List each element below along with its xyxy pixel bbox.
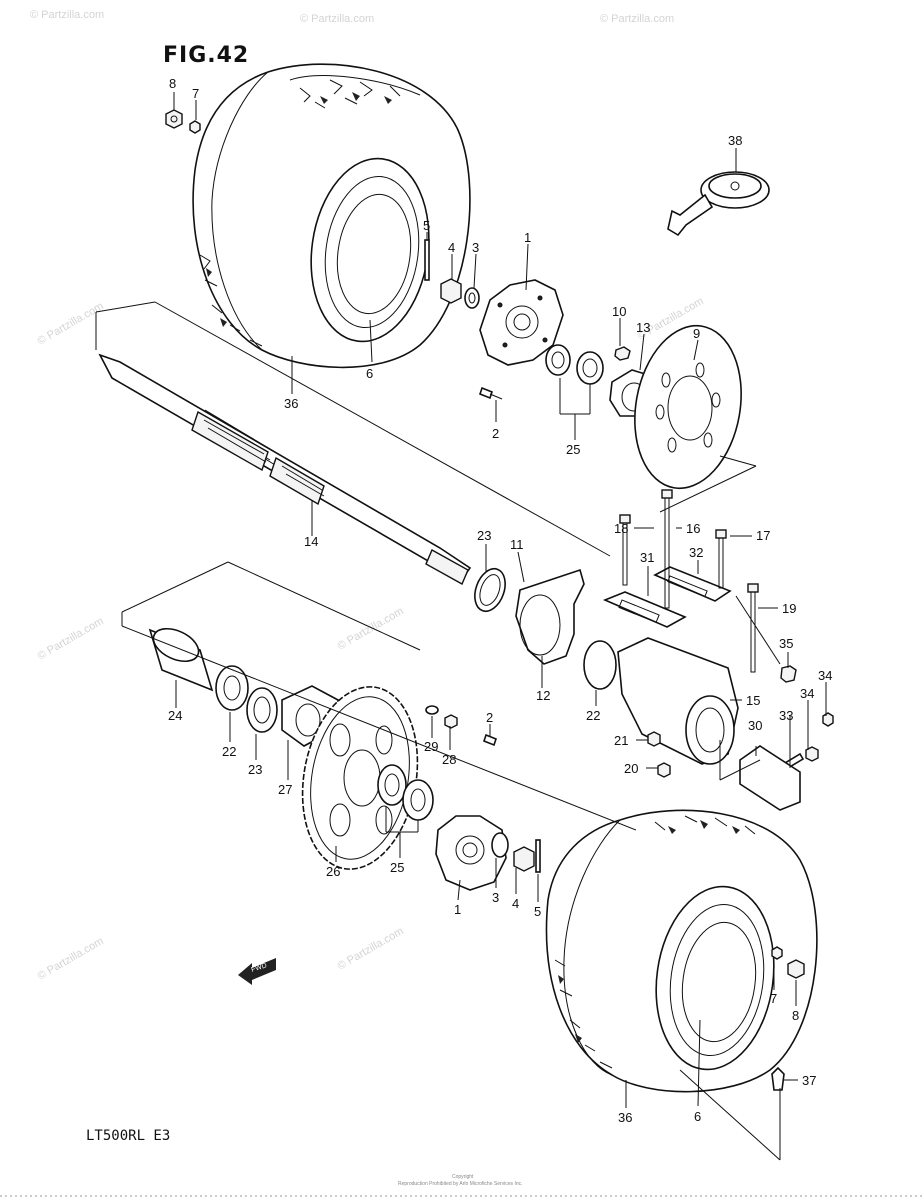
callout-21: 21 [614,733,628,748]
footer-reproduction: Reproduction Prohibited by Arlo Microfic… [398,1181,523,1187]
callout-34: 34 [818,668,832,683]
callout-10: 10 [612,304,626,319]
callout-19: 19 [782,601,796,616]
callout-8-b: 8 [792,1008,799,1023]
callout-24: 24 [168,708,182,723]
callout-27: 27 [278,782,292,797]
callout-3: 3 [472,240,479,255]
callout-8: 8 [169,76,176,91]
watermark: © Partzilla.com [36,615,106,662]
upper-bearings [545,344,604,385]
upper-tire [192,63,471,369]
watermark: © Partzilla.com [336,605,406,652]
callout-23: 23 [477,528,491,543]
tire-pressure-gauge [667,171,770,237]
lower-left-parts [148,627,339,747]
callout-31: 31 [640,550,654,565]
lower-lug-nut [771,946,805,979]
lower-hub-assembly [377,705,541,891]
watermark: © Partzilla.com [300,13,374,25]
callout-4-b: 4 [512,896,519,911]
callout-9: 9 [693,326,700,341]
callout-25-b: 25 [390,860,404,875]
callout-18: 18 [614,521,628,536]
brake-disc [634,324,742,490]
watermark: © Partzilla.com [600,13,674,25]
callout-12: 12 [536,688,550,703]
callout-25: 25 [566,442,580,457]
callout-7-b: 7 [770,991,777,1006]
callout-6-b: 6 [694,1109,701,1124]
valve-stem [771,1066,785,1091]
watermark: © Partzilla.com [336,925,406,972]
callout-4: 4 [448,240,455,255]
callout-5: 5 [423,218,430,233]
upper-hub-hardware [424,239,480,309]
callout-38: 38 [728,133,742,148]
figure-title: FIG.42 [163,43,249,68]
callout-26: 26 [326,864,340,879]
callout-36: 36 [284,396,298,411]
callout-16: 16 [686,521,700,536]
callout-37: 37 [802,1073,816,1088]
callout-34-b: 34 [800,686,814,701]
callout-11: 11 [510,537,524,552]
callout-15: 15 [746,693,760,708]
lower-tire [545,809,818,1093]
fwd-arrow-icon: FWD [238,958,276,985]
upper-bolt [479,386,503,400]
callout-36-b: 36 [618,1110,632,1125]
callout-13: 13 [636,320,650,335]
footer-copyright: Copyright [452,1174,474,1180]
rear-axle [98,353,472,585]
sprocket-guard [515,568,585,665]
upper-lug-nut [165,109,201,134]
callout-29: 29 [424,739,438,754]
leader-lines [95,92,827,1161]
callouts: 8 7 5 4 3 1 38 10 13 9 6 36 2 25 14 18 1… [168,76,832,1125]
callout-1: 1 [524,230,531,245]
axle-carrier [583,637,739,765]
callout-2: 2 [492,426,499,441]
callout-23-b: 23 [248,762,262,777]
callout-17: 17 [756,528,770,543]
callout-14: 14 [304,534,318,549]
callout-3-b: 3 [492,890,499,905]
callout-22-b: 22 [586,708,600,723]
upper-circlip [474,567,506,613]
callout-28: 28 [442,752,456,767]
callout-2-b: 2 [486,710,493,725]
callout-33: 33 [779,708,793,723]
callout-32: 32 [689,545,703,560]
chain-adjuster-bracket [739,745,801,811]
callout-35: 35 [779,636,793,651]
callout-30: 30 [748,718,762,733]
callout-22: 22 [222,744,236,759]
callout-1-b: 1 [454,902,461,917]
fwd-label: FWD [250,962,267,974]
callout-5-b: 5 [534,904,541,919]
callout-6: 6 [366,366,373,381]
watermark: © Partzilla.com [36,300,106,347]
bolt-10 [614,346,631,361]
watermark: © Partzilla.com [30,9,104,21]
watermark: © Partzilla.com [36,935,106,982]
callout-7: 7 [192,86,199,101]
carrier-plates [602,566,732,628]
callout-20: 20 [624,761,638,776]
model-code: LT500RL E3 [86,1128,170,1144]
carrier-bolts [619,489,759,673]
